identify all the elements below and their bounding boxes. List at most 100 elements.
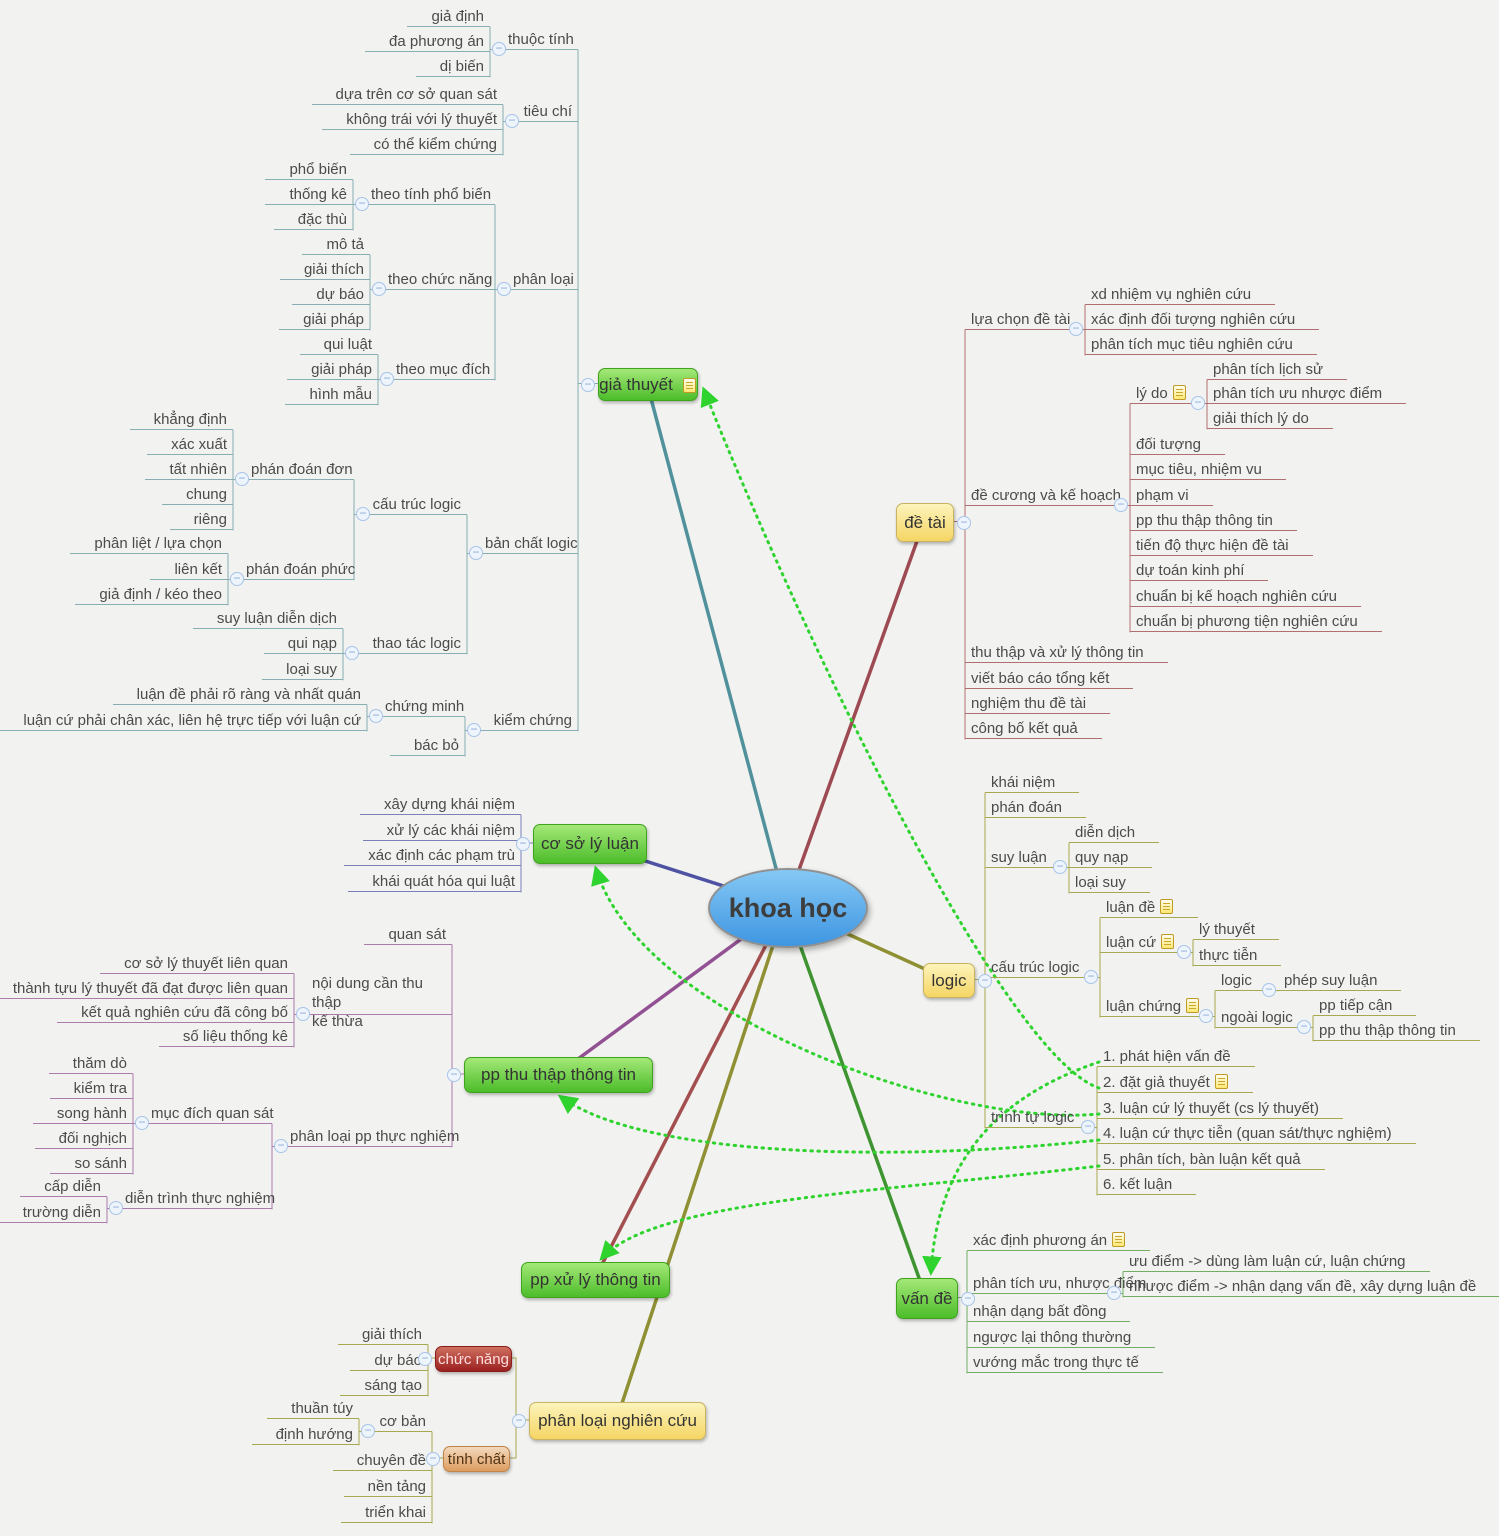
collapse-icon[interactable]	[957, 515, 971, 530]
node-label[interactable]: xử lý các khái niệm	[362, 821, 521, 841]
node-label[interactable]: nền tảng	[343, 1477, 432, 1497]
node-label[interactable]: thăm dò	[48, 1054, 133, 1074]
node-label[interactable]: theo tính phổ biến	[353, 185, 495, 211]
node-label[interactable]: phạm vi	[1130, 486, 1213, 506]
node-label[interactable]: so sánh	[50, 1154, 133, 1174]
note-icon[interactable]	[682, 378, 696, 393]
node-label[interactable]: định hướng	[251, 1425, 359, 1445]
node-label[interactable]: dựa trên cơ sở quan sát	[311, 85, 503, 105]
collapse-icon[interactable]	[418, 1352, 432, 1366]
node-label[interactable]: qui nạp	[263, 634, 343, 654]
node-label[interactable]: luận cứ	[1100, 933, 1193, 959]
node-label[interactable]: luận chứng	[1100, 997, 1215, 1023]
node-label[interactable]: cơ sở lý thuyết liên quan	[100, 954, 294, 974]
topic-pp-thu-thap-thong-tin[interactable]: pp thu thập thông tin	[447, 1057, 653, 1093]
node-label[interactable]: kiểm chứng	[465, 711, 578, 737]
node-label[interactable]: xd nhiệm vụ nghiên cứu	[1085, 285, 1276, 305]
collapse-icon[interactable]	[512, 1414, 526, 1428]
collapse-icon[interactable]	[426, 1452, 440, 1466]
node-label[interactable]: phân tích mục tiêu nghiên cứu	[1085, 335, 1317, 355]
topic-pp-xu-ly-thong-tin[interactable]: pp xử lý thông tin	[521, 1262, 670, 1298]
sub-topic[interactable]: chức năng	[418, 1346, 512, 1372]
node-label[interactable]: vướng mắc trong thực tế	[967, 1353, 1163, 1373]
collapse-icon[interactable]	[961, 1291, 975, 1306]
node-label[interactable]: giả định / kéo theo	[75, 585, 228, 605]
topic-van-de[interactable]: vấn đề	[896, 1278, 975, 1319]
node-label[interactable]: thành tựu lý thuyết đã đạt được liên qua…	[0, 979, 294, 999]
collapse-icon[interactable]	[380, 372, 394, 386]
node-label[interactable]: đối tượng	[1130, 435, 1225, 455]
collapse-icon[interactable]	[372, 282, 386, 296]
collapse-icon[interactable]	[1262, 983, 1276, 997]
node-label[interactable]: dị biến	[415, 57, 490, 77]
node-label[interactable]: pp tiếp cận	[1313, 996, 1417, 1016]
collapse-icon[interactable]	[1297, 1020, 1311, 1034]
collapse-icon[interactable]	[497, 282, 511, 296]
sub-topic[interactable]: tính chất	[426, 1446, 510, 1472]
node-label[interactable]: khẳng định	[129, 410, 233, 430]
node-label[interactable]: xác xuất	[147, 435, 233, 455]
node-label[interactable]: đề cương và kế hoạch	[965, 486, 1130, 512]
collapse-icon[interactable]	[109, 1201, 123, 1215]
node-label[interactable]: nhận dạng bất đồng	[967, 1302, 1131, 1322]
node-label[interactable]: phổ biến	[265, 160, 353, 180]
node-label[interactable]: luận đề	[1100, 898, 1199, 918]
node-label[interactable]: khái niệm	[985, 773, 1080, 793]
node-label[interactable]: theo chức năng	[370, 270, 495, 296]
node-label[interactable]: chuyên đề	[332, 1451, 432, 1471]
collapse-icon[interactable]	[356, 507, 370, 521]
collapse-icon[interactable]	[369, 709, 383, 723]
node-label[interactable]: 2. đặt giả thuyết	[1097, 1073, 1253, 1093]
node-label[interactable]: đa phương án	[365, 32, 490, 52]
node-label[interactable]: số liệu thống kê	[158, 1027, 294, 1047]
node-label[interactable]: đối nghịch	[34, 1129, 133, 1149]
collapse-icon[interactable]	[1199, 1009, 1213, 1023]
node-label[interactable]: thống kê	[265, 185, 353, 205]
collapse-icon[interactable]	[1084, 970, 1098, 984]
collapse-icon[interactable]	[447, 1068, 461, 1082]
node-label[interactable]: kiểm tra	[49, 1079, 133, 1099]
node-label[interactable]: hình mẫu	[285, 385, 378, 405]
node-label[interactable]: bản chất logic	[467, 534, 578, 560]
node-label[interactable]: nội dung cần thu thập kế thừa	[294, 974, 452, 1030]
node-label[interactable]: nghiệm thu đề tài	[965, 694, 1111, 714]
node-label[interactable]: phán đoán	[985, 798, 1086, 818]
node-label[interactable]: theo mục đích	[378, 360, 495, 386]
node-label[interactable]: phép suy luận	[1278, 971, 1402, 991]
node-label[interactable]: phân loại	[495, 270, 578, 296]
collapse-icon[interactable]	[361, 1424, 375, 1438]
node-label[interactable]: giải pháp	[287, 360, 378, 380]
node-label[interactable]: giả định	[407, 7, 490, 27]
collapse-icon[interactable]	[978, 973, 992, 988]
node-label[interactable]: giải thích	[279, 260, 370, 280]
node-label[interactable]: không trái với lý thuyết	[322, 110, 503, 130]
node-label[interactable]: tiến độ thực hiện đề tài	[1130, 536, 1313, 556]
node-label[interactable]: song hành	[32, 1104, 133, 1124]
collapse-icon[interactable]	[469, 546, 483, 560]
topic-co-so-ly-luan[interactable]: cơ sở lý luận	[516, 824, 647, 864]
node-label[interactable]: tiêu chí	[503, 102, 578, 128]
node-label[interactable]: diễn dịch	[1069, 823, 1160, 843]
collapse-icon[interactable]	[1053, 860, 1067, 874]
collapse-icon[interactable]	[1081, 1120, 1095, 1134]
node-label[interactable]: bác bỏ	[389, 736, 465, 756]
node-label[interactable]: phán đoán phức	[228, 560, 355, 586]
collapse-icon[interactable]	[355, 197, 369, 211]
node-label[interactable]: phân tích ưu nhược điểm	[1207, 384, 1407, 404]
collapse-icon[interactable]	[1107, 1286, 1121, 1300]
node-label[interactable]: thuần túy	[267, 1399, 359, 1419]
node-label[interactable]: chuẩn bị kế hoạch nghiên cứu	[1130, 587, 1362, 607]
collapse-icon[interactable]	[296, 1007, 310, 1021]
node-label[interactable]: suy luận diễn dịch	[192, 609, 343, 629]
collapse-icon[interactable]	[230, 572, 244, 586]
node-label[interactable]: công bố kết quả	[965, 719, 1102, 739]
node-label[interactable]: dự báo	[350, 1351, 428, 1371]
node-label[interactable]: xác định các phạm trù	[344, 846, 521, 866]
node-label[interactable]: thu thập và xử lý thông tin	[965, 643, 1168, 663]
node-label[interactable]: lý thuyết	[1193, 920, 1279, 940]
collapse-icon[interactable]	[235, 472, 249, 486]
note-icon[interactable]	[1161, 934, 1175, 949]
node-label[interactable]: pp thu thập thông tin	[1313, 1021, 1480, 1041]
note-icon[interactable]	[1214, 1074, 1228, 1089]
